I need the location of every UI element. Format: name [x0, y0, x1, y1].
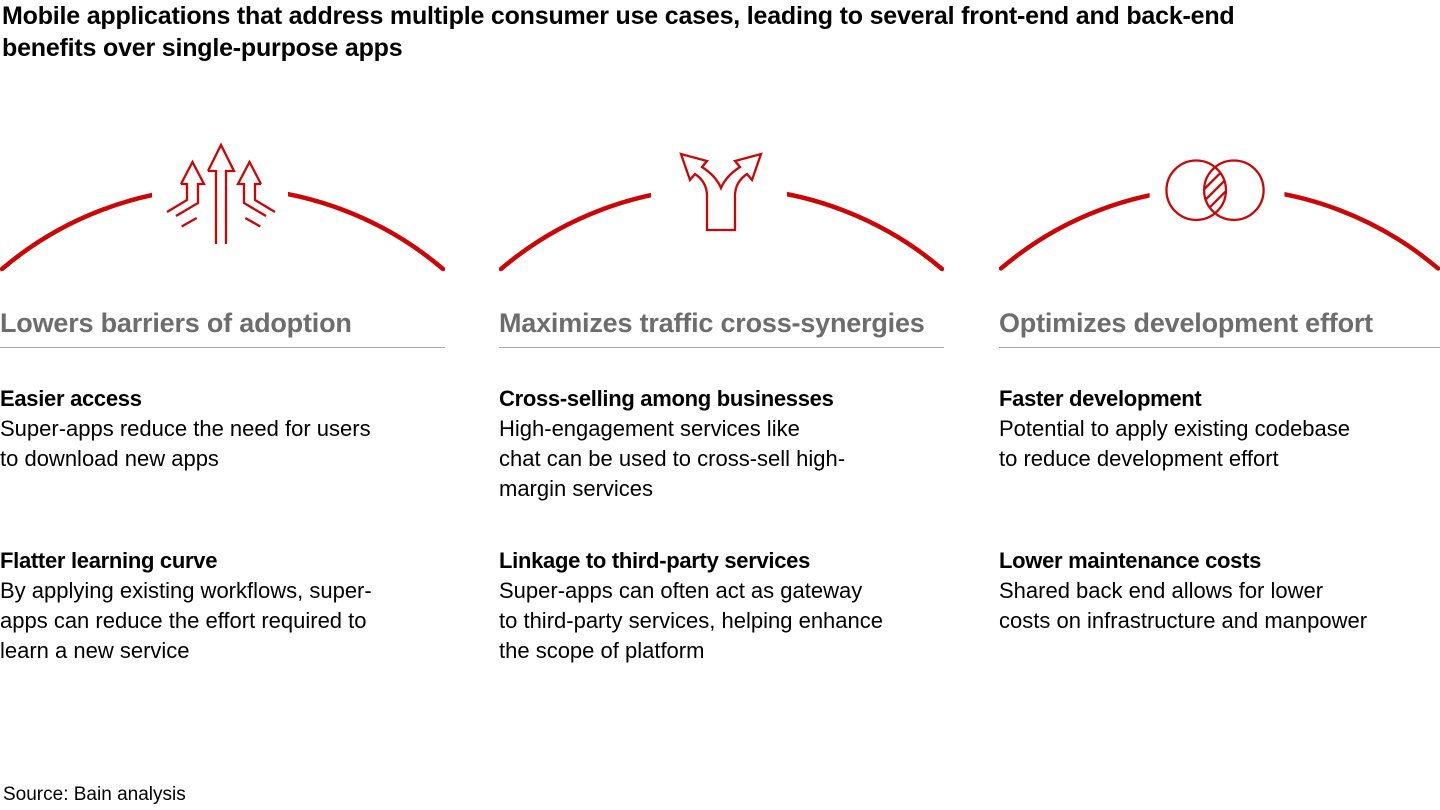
arc-svg — [999, 138, 1440, 286]
benefit-column-adoption: Lowers barriers of adoption Easier acces… — [0, 0, 445, 810]
source-note: Source: Bain analysis — [3, 784, 186, 805]
benefit-title: Cross-selling among businesses — [499, 386, 834, 411]
arc-figure — [499, 138, 944, 286]
venn-overlap-icon — [1165, 159, 1265, 222]
benefit-description: Super-apps can often act as gateway to t… — [499, 578, 883, 663]
benefit-title: Linkage to third-party services — [499, 548, 811, 573]
column-heading: Lowers barriers of adoption — [0, 308, 352, 338]
branching-arrow-icon — [679, 152, 763, 232]
benefit-title: Lower maintenance costs — [999, 548, 1262, 573]
venn-hatch — [1204, 160, 1226, 220]
benefit-title: Easier access — [0, 386, 142, 411]
benefit-title: Flatter learning curve — [0, 548, 218, 573]
benefit-item: Faster development Potential to apply ex… — [999, 384, 1440, 474]
arc-svg — [0, 138, 445, 286]
arc-figure — [0, 138, 445, 286]
divider-line — [499, 347, 944, 348]
benefit-title: Faster development — [999, 386, 1202, 411]
benefit-description: Shared back end allows for lower costs o… — [999, 578, 1368, 633]
benefit-column-development: Optimizes development effort Faster deve… — [999, 0, 1440, 810]
benefit-item: Lower maintenance costs Shared back end … — [999, 546, 1440, 636]
column-heading: Maximizes traffic cross-synergies — [499, 308, 925, 338]
benefit-description: High-engagement services like chat can b… — [499, 416, 846, 501]
benefit-column-synergies: Maximizes traffic cross-synergies Cross-… — [499, 0, 944, 810]
benefit-description: Super-apps reduce the need for users to … — [0, 416, 371, 471]
divider-line — [0, 347, 445, 348]
arc-gap-mask — [651, 138, 787, 286]
arc-gap-mask — [152, 138, 288, 286]
up-arrows-icon — [166, 142, 276, 244]
divider-line — [999, 347, 1440, 348]
benefit-item: Linkage to third-party services Super-ap… — [499, 546, 944, 666]
page-title: Mobile applications that address multipl… — [2, 2, 1235, 62]
benefit-description: Potential to apply existing codebase to … — [999, 416, 1351, 471]
benefit-item: Flatter learning curve By applying exist… — [0, 546, 445, 666]
benefit-item: Cross-selling among businesses High-enga… — [499, 384, 944, 504]
arc-svg — [499, 138, 944, 286]
arc-figure — [999, 138, 1440, 286]
benefit-description: By applying existing workflows, super- a… — [0, 578, 372, 663]
benefit-item: Easier access Super-apps reduce the need… — [0, 384, 445, 474]
column-heading: Optimizes development effort — [999, 308, 1373, 338]
